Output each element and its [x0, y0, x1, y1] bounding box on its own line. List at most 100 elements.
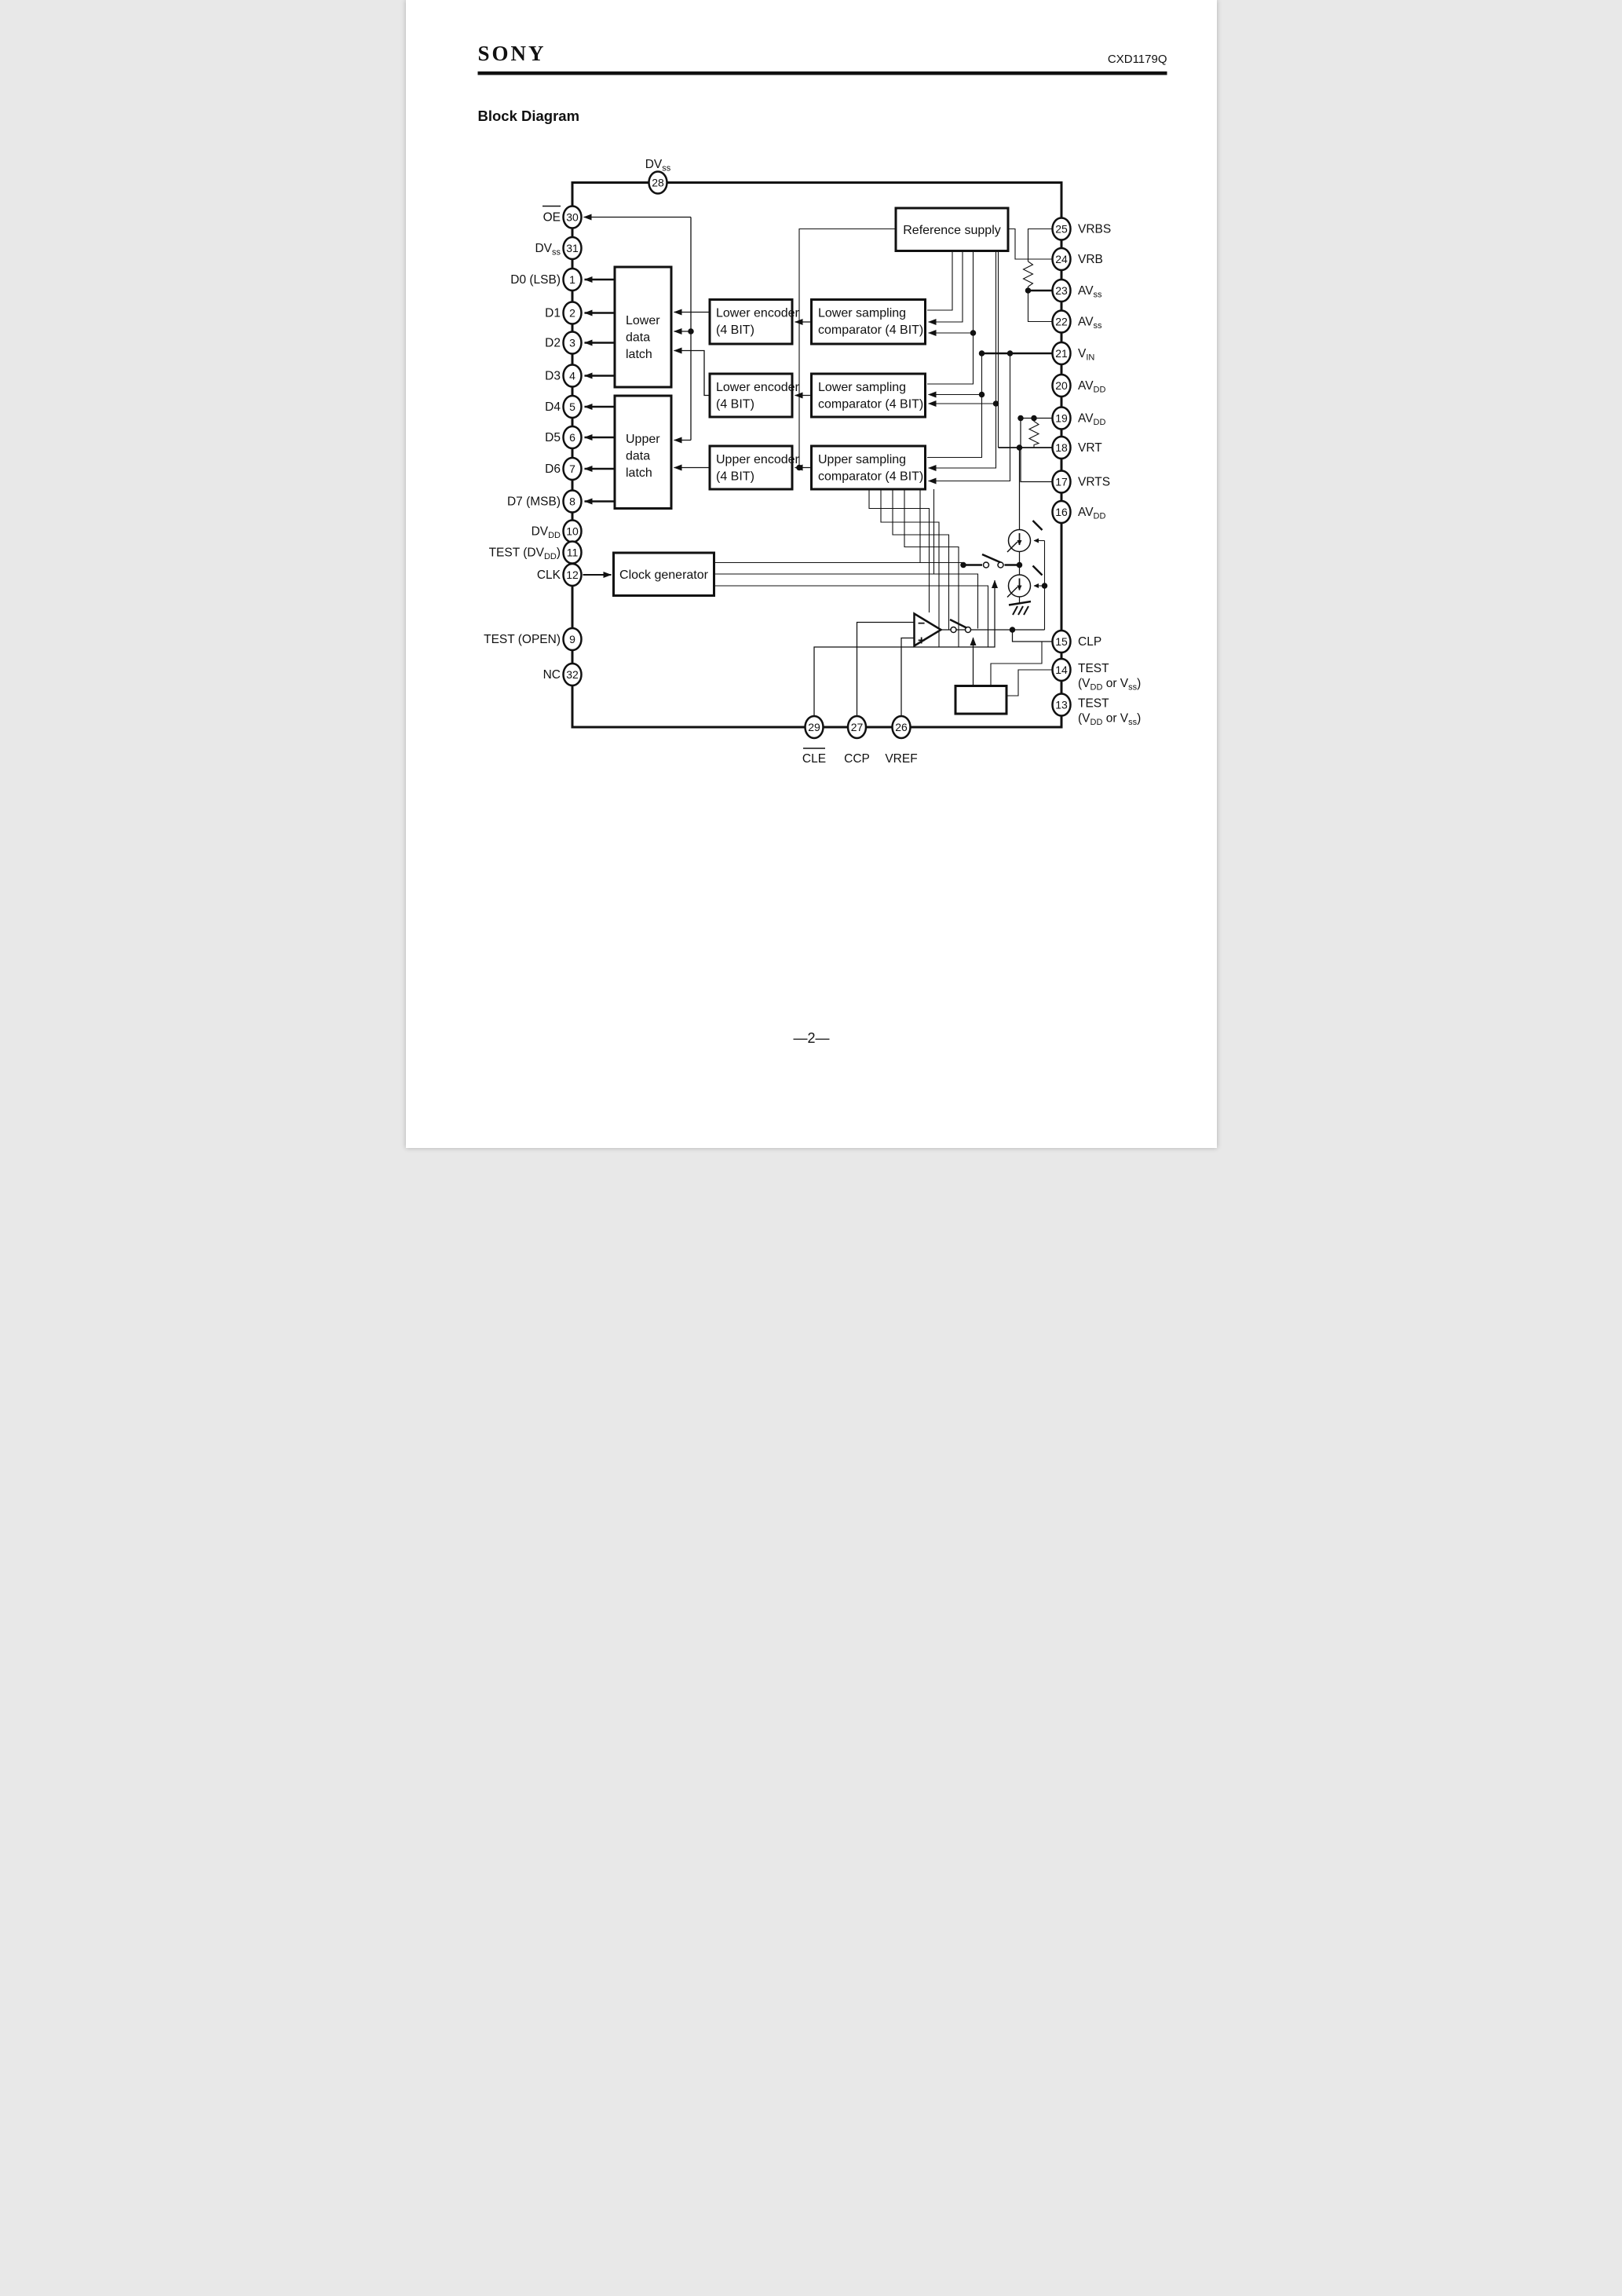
wire-vin-feed-2	[927, 353, 1010, 484]
pin-20-label: AVDD	[1078, 379, 1105, 395]
pin-9: 9 TEST (OPEN)	[484, 627, 583, 652]
wire-ref-feed-4	[927, 250, 996, 471]
wire-ref-feed-3	[926, 250, 974, 385]
wire-vin-feed-1	[926, 353, 982, 459]
svg-text:30: 30	[566, 211, 579, 224]
upper-encoder-box	[708, 444, 793, 491]
svg-text:13: 13	[1055, 699, 1068, 711]
junction-dot	[978, 350, 985, 356]
svg-text:23: 23	[1055, 284, 1068, 297]
wire-vrts	[1019, 418, 1051, 483]
pin-22-label: AVss	[1078, 316, 1102, 331]
junction-dot	[959, 561, 966, 569]
wire-nest-1	[868, 489, 930, 612]
wire-cle	[813, 579, 998, 716]
svg-text:4: 4	[569, 370, 575, 382]
pin-29: 29 CLE	[802, 715, 826, 766]
svg-text:10: 10	[566, 525, 579, 538]
svg-text:comparator (4 BIT): comparator (4 BIT)	[818, 470, 923, 484]
switch-contact	[949, 626, 957, 634]
pin-28-number: 28	[652, 177, 664, 189]
svg-text:6: 6	[569, 431, 575, 444]
pin-14: 14 TEST (VDD or Vss)	[1050, 657, 1141, 693]
lower-data-latch-box	[613, 265, 672, 389]
pin-4-label: D3	[545, 370, 561, 383]
pin-26-label: VREF	[885, 752, 917, 766]
opamp-minus: −	[918, 617, 925, 631]
svg-text:22: 22	[1055, 316, 1068, 328]
opamp-plus: +	[918, 634, 925, 648]
svg-text:9: 9	[569, 633, 575, 645]
wire-vref	[900, 637, 913, 716]
upper-encoder-label: Upper encoder	[716, 453, 800, 466]
pin-16: 16 AVDD	[1050, 499, 1105, 525]
pin-13-label-2: (VDD or Vss)	[1078, 712, 1141, 728]
junction-dot	[687, 328, 694, 335]
lower-encoder-2-label: Lower encoder	[716, 381, 800, 394]
pin-32-label: NC	[542, 668, 560, 682]
svg-text:31: 31	[566, 242, 579, 254]
wire-ref-feed-2	[927, 250, 963, 325]
clamp-logic-box	[954, 685, 1007, 715]
cs2-adjust-bar	[1032, 565, 1043, 576]
svg-text:2: 2	[569, 307, 575, 320]
reference-supply-box	[894, 207, 1009, 252]
wire-box-to-clp	[989, 642, 1043, 686]
switch-contact	[996, 561, 1004, 569]
wire-clock-3	[714, 585, 988, 647]
wire-vrbs-to-avss22	[1027, 287, 1051, 323]
pin-12: 12 CLK	[536, 562, 583, 587]
header-rule	[477, 71, 1167, 75]
brand-logo: SONY	[477, 42, 546, 65]
pin-13-label: TEST	[1078, 697, 1109, 711]
pin-25: 25 VRBS	[1050, 217, 1111, 241]
pin-22: 22 AVss	[1050, 309, 1102, 334]
switch-lever	[948, 618, 967, 629]
pin-19: 19 AVDD	[1050, 406, 1105, 430]
svg-text:data: data	[626, 450, 650, 463]
svg-text:21: 21	[1055, 347, 1068, 360]
pin-2-label: D1	[545, 307, 561, 320]
bottom-pin-row: 29 CLE 27 CCP 26 VREF	[802, 715, 917, 766]
wire-enc2-latch	[673, 347, 710, 397]
current-source-group	[1006, 444, 1047, 630]
upper-data-latch-label: Upper	[626, 433, 660, 446]
svg-text:18: 18	[1055, 441, 1068, 454]
wire-clock-2	[714, 573, 978, 629]
svg-text:5: 5	[569, 400, 575, 413]
pin-18-label: VRT	[1078, 441, 1102, 455]
junction-dot	[992, 400, 999, 407]
upper-sampling-comparator-label: Upper sampling	[818, 453, 906, 466]
clock-generator-label: Clock generator	[619, 569, 709, 582]
svg-text:8: 8	[569, 495, 575, 508]
pin-5: 5 D4	[545, 394, 583, 419]
wire-ccp	[856, 621, 913, 716]
lower-sampling-comparator-1-label: Lower sampling	[818, 307, 906, 320]
wire-ref-feed-1	[926, 250, 953, 311]
svg-text:3: 3	[569, 337, 575, 349]
svg-text:comparator (4 BIT): comparator (4 BIT)	[818, 324, 923, 337]
wire-test14	[1006, 669, 1051, 696]
pin-11: 11 TEST (DVDD)	[488, 540, 583, 565]
wire-clock-1	[714, 561, 964, 565]
wire-clp	[1011, 630, 1051, 642]
pin-6-label: D5	[545, 431, 561, 444]
pin-29-label: CLE	[802, 752, 825, 766]
wire-ref-left-rail	[798, 228, 896, 468]
svg-text:19: 19	[1055, 412, 1068, 425]
svg-text:11: 11	[566, 547, 578, 559]
pin-21-label: VIN	[1078, 347, 1094, 363]
svg-text:12: 12	[566, 569, 579, 581]
pin-25-label: VRBS	[1078, 223, 1111, 236]
junction-dot	[1006, 350, 1013, 356]
svg-text:comparator (4 BIT): comparator (4 BIT)	[818, 398, 923, 411]
pin-3-label: D2	[545, 337, 561, 350]
block-diagram-canvas: SONY CXD1179Q Block Diagram 28 DVss 30 O…	[477, 42, 1167, 1046]
ground-icon	[1008, 600, 1031, 616]
cs2-slash	[1006, 586, 1018, 598]
svg-text:17: 17	[1055, 476, 1068, 488]
wire-vrbs	[1027, 228, 1051, 261]
pin-2: 2 D1	[545, 301, 583, 325]
left-pin-column: 30 OE 31 DVss 1 D0 (LSB) 2 D1 3 D2 4 D3	[484, 205, 583, 687]
lower-sampling-comparator-2-label: Lower sampling	[818, 381, 906, 394]
